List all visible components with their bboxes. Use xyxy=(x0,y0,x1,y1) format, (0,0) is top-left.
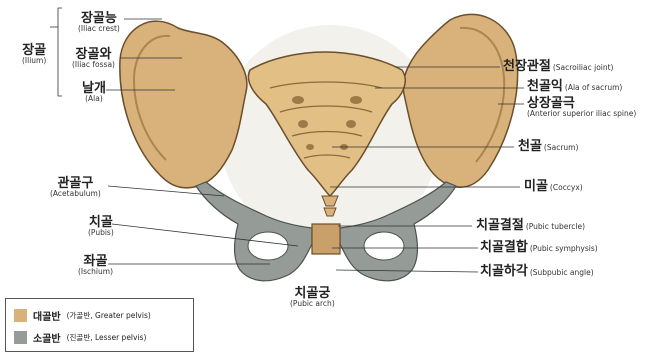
legend: 대골반 (가골반, Greater pelvis) 소골반 (진골반, Less… xyxy=(5,298,194,352)
label-pubic-arch: 치골궁 (Pubic arch) xyxy=(290,287,335,308)
label-acetabulum: 관골구 (Acetabulum) xyxy=(50,177,101,198)
label-subpubic-angle: 치골하각 (Subpubic angle) xyxy=(480,265,594,278)
label-sacroiliac-joint: 천장관절 (Sacroiliac joint) xyxy=(503,60,614,73)
legend-item-lesser: 소골반 (진골반, Lesser pelvis) xyxy=(14,330,146,345)
label-coccyx: 미골 (Coccyx) xyxy=(524,180,583,193)
pubic-symphysis xyxy=(312,224,340,254)
label-ala: 날개 (Ala) xyxy=(82,82,106,103)
label-sacrum: 천골 (Sacrum) xyxy=(518,140,578,153)
lesser-pelvis-swatch xyxy=(14,331,27,344)
label-ala-of-sacrum: 천골익 (Ala of sacrum) xyxy=(527,80,622,93)
label-pubic-tubercle: 치골결절 (Pubic tubercle) xyxy=(476,219,585,232)
label-asis: 상장골극 (Anterior superior iliac spine) xyxy=(527,97,636,118)
label-iliac-crest: 장골능 (Iliac crest) xyxy=(78,12,120,33)
greater-pelvis-swatch xyxy=(14,309,27,322)
label-pubic-symphysis: 치골결합 (Pubic symphysis) xyxy=(480,241,598,254)
label-ischium: 좌골 (Ischium) xyxy=(78,255,113,276)
label-pubis: 치골 (Pubis) xyxy=(88,216,114,237)
label-ilium: 장골 (Ilium) xyxy=(22,44,46,65)
legend-item-greater: 대골반 (가골반, Greater pelvis) xyxy=(14,308,151,323)
label-iliac-fossa: 장골와 (Iliac fossa) xyxy=(72,48,115,69)
